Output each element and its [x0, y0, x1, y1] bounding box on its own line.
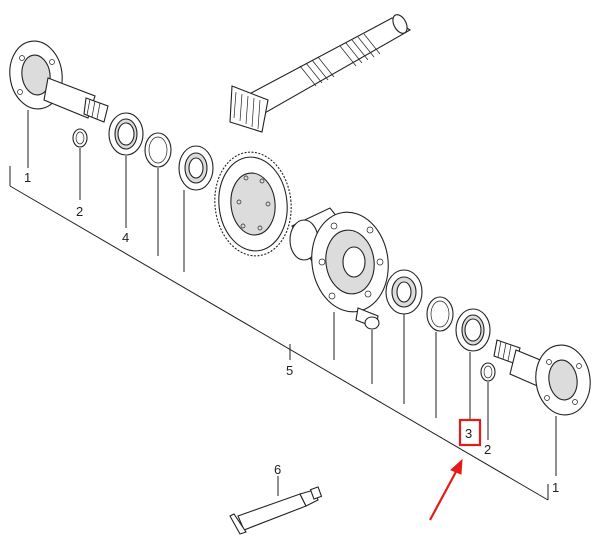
differential-housing — [289, 207, 389, 313]
callout-1-top: 1 — [24, 170, 31, 185]
callout-5: 5 — [286, 363, 293, 378]
bearing-race-left — [178, 145, 214, 191]
highlight-box — [458, 418, 482, 447]
shim-right — [426, 296, 454, 332]
red-arrow — [429, 458, 463, 521]
ring-gear — [214, 151, 292, 257]
leader-lines — [9, 110, 557, 501]
bolt — [355, 307, 380, 330]
flange-shaft-left — [9, 40, 109, 123]
highlighted-callout-3: 3 — [458, 418, 482, 447]
shim-left — [144, 132, 172, 168]
callout-4: 4 — [122, 230, 129, 245]
bearing-left — [108, 112, 144, 156]
callout-2-right: 2 — [484, 442, 491, 457]
flange-shaft-right — [493, 339, 591, 416]
callout-labels: 1 2 4 5 6 2 1 — [24, 170, 559, 495]
callout-6: 6 — [274, 462, 281, 477]
callout-2-left: 2 — [76, 204, 83, 219]
drive-pinion-shaft — [229, 14, 412, 133]
callout-3: 3 — [465, 426, 472, 441]
bearing-right — [455, 308, 491, 352]
circlip-right — [480, 362, 496, 382]
bearing-race-right — [385, 269, 423, 315]
circlip-left — [72, 128, 88, 148]
sealant-tube — [229, 486, 323, 535]
callout-1-bottom: 1 — [552, 480, 559, 495]
